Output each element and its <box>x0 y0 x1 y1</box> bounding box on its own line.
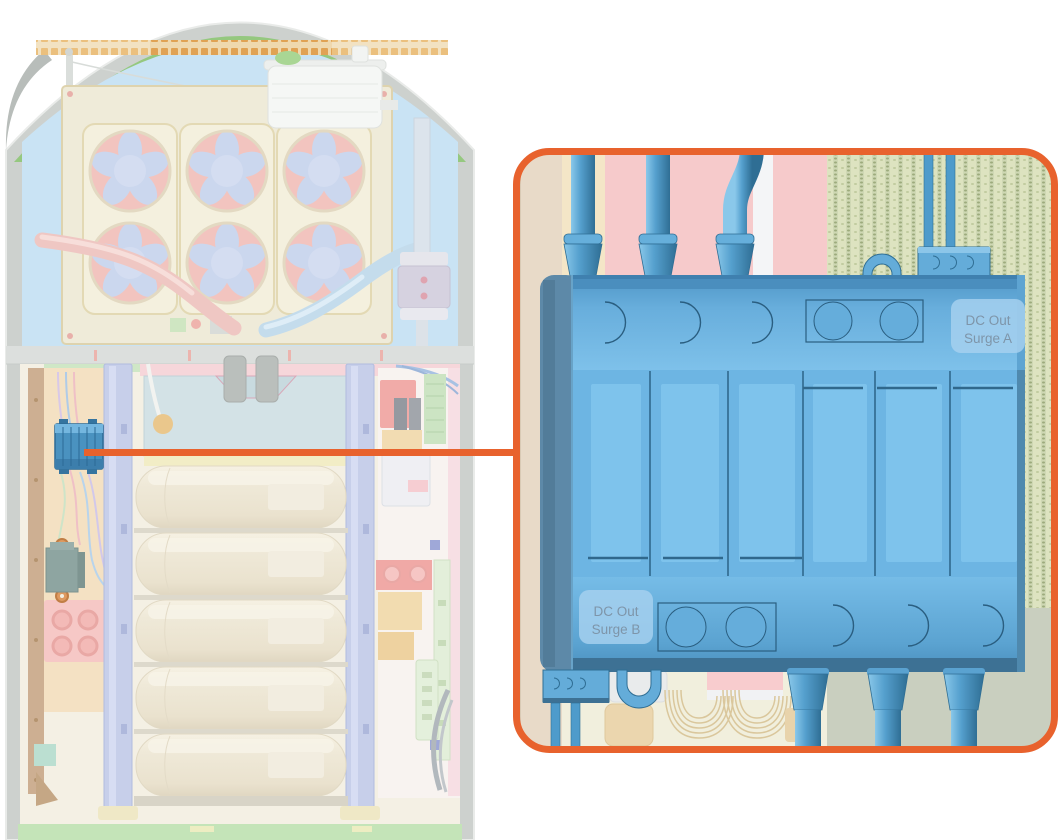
cabinet-cutaway <box>5 21 475 840</box>
callout-magnified-view: DC Out Surge A <box>513 148 1058 753</box>
cooling-fan-icon <box>183 221 271 305</box>
lower-compartment <box>18 355 462 840</box>
upper-compartment <box>22 40 458 348</box>
battery-stack <box>134 465 348 806</box>
dc-cable <box>563 152 603 277</box>
battery-cylinder <box>135 599 347 663</box>
surge-device-top-band: DC Out Surge A <box>573 275 1025 370</box>
dc-cable <box>638 152 678 277</box>
cooling-fan-icon <box>280 129 368 213</box>
battery-cylinder <box>135 733 347 797</box>
battery-cylinder <box>135 532 347 596</box>
dc-cable <box>867 668 909 749</box>
surge-device-bottom-band: DC Out Surge B <box>573 577 1025 672</box>
cable-loop-clamp <box>616 669 662 709</box>
battery-cylinder <box>135 666 347 730</box>
surge-b-label-line2: Surge B <box>592 622 641 637</box>
dc-cable <box>943 668 985 749</box>
fan-panel <box>61 85 393 345</box>
mounting-rail-left <box>103 363 133 817</box>
reservoir-cap-green <box>275 51 301 65</box>
mid-exchanger-box <box>143 355 347 466</box>
surge-device: DC Out Surge A <box>540 275 1025 672</box>
surge-a-label-line2: Surge A <box>964 331 1012 346</box>
surge-device-body <box>573 370 1025 577</box>
dc-cables-bottom <box>542 668 985 749</box>
transformer-block <box>45 538 85 603</box>
surge-b-badge <box>579 590 653 644</box>
sense-cable <box>923 152 934 249</box>
dc-cable-curved <box>715 233 755 277</box>
cooling-fan-icon <box>86 129 174 213</box>
surge-b-label-line1: DC Out <box>593 604 638 619</box>
surge-a-label-line1: DC Out <box>965 313 1010 328</box>
mounting-rail-right <box>345 363 375 817</box>
callout-leader-line <box>84 449 518 456</box>
cooling-fan-icon <box>183 129 271 213</box>
callout-border <box>513 148 1058 753</box>
base-rail <box>18 824 462 840</box>
cable-clamp-hump <box>862 253 902 278</box>
surge-a-badge <box>951 299 1025 353</box>
dc-cables-top <box>563 152 991 278</box>
battery-cylinder <box>135 465 347 529</box>
sense-cable <box>945 152 956 249</box>
right-wiring-panel <box>376 364 460 798</box>
coolant-reservoir <box>263 45 398 129</box>
surge-protector-module-highlight <box>54 419 104 474</box>
cable-junction-top <box>917 246 991 278</box>
pump-assembly <box>397 117 451 346</box>
dc-cable <box>787 668 829 749</box>
cable-junction-bottom <box>542 669 610 749</box>
